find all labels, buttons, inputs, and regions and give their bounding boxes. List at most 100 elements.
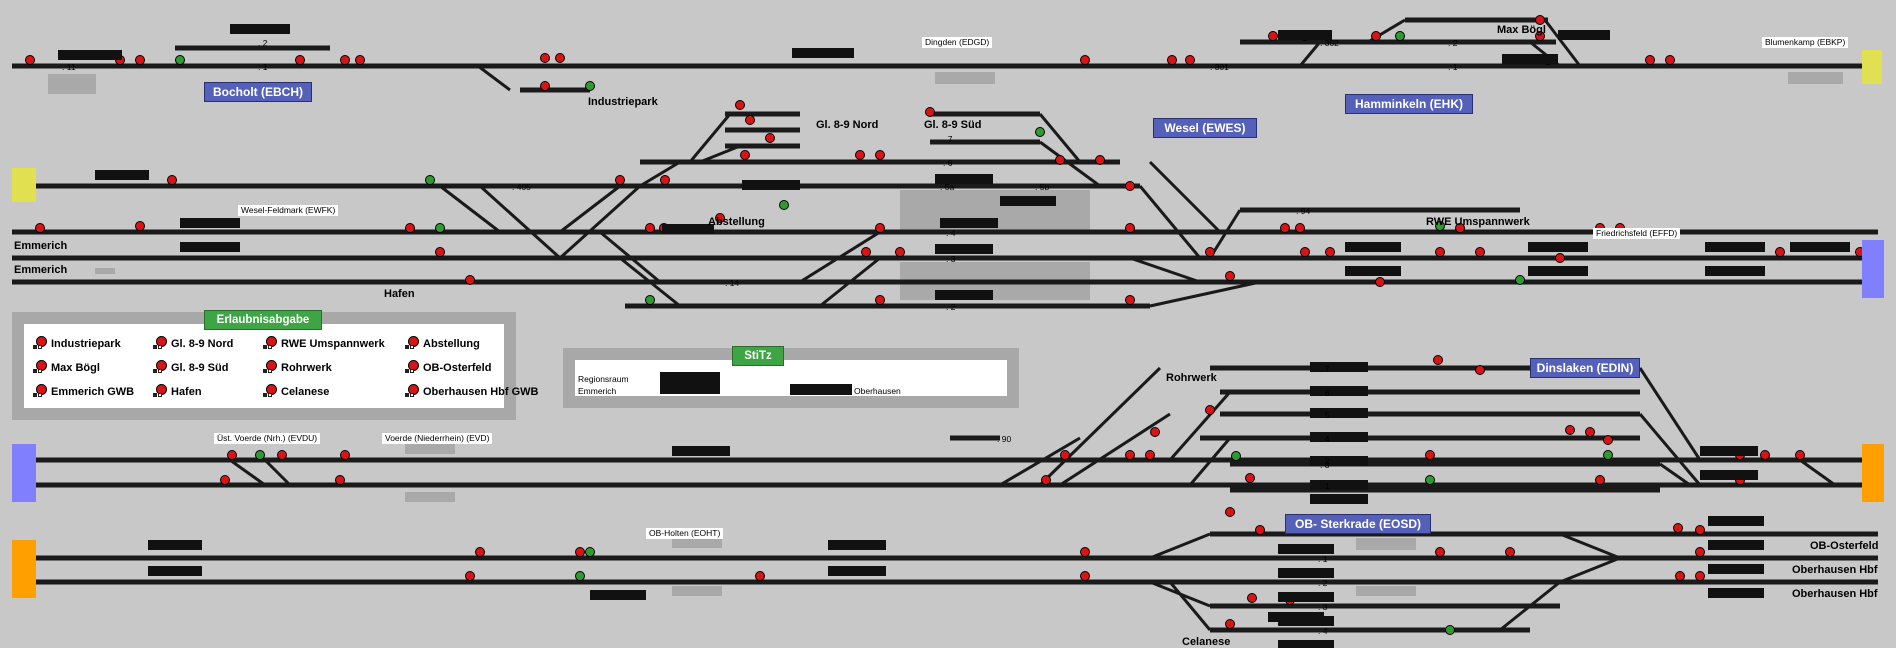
signal-icon[interactable] — [1125, 295, 1135, 305]
signal-icon[interactable] — [1695, 525, 1705, 535]
train-number-display[interactable] — [58, 50, 122, 60]
train-number-display[interactable] — [148, 566, 202, 576]
signal-icon[interactable] — [1125, 223, 1135, 233]
signal-icon[interactable] — [1395, 31, 1405, 41]
signal-icon[interactable] — [755, 571, 765, 581]
signal-icon[interactable] — [1125, 450, 1135, 460]
train-number-display[interactable] — [590, 590, 646, 600]
signal-icon[interactable] — [335, 475, 345, 485]
train-number-display[interactable] — [1708, 516, 1764, 526]
signal-icon[interactable] — [1325, 247, 1335, 257]
stitz-display-1[interactable] — [660, 372, 720, 394]
signal-icon[interactable] — [1435, 221, 1445, 231]
signal-icon[interactable] — [1535, 31, 1545, 41]
train-number-display[interactable] — [662, 224, 714, 234]
train-number-display[interactable] — [1502, 54, 1558, 64]
signal-icon[interactable] — [1445, 625, 1455, 635]
train-number-display[interactable] — [148, 540, 202, 550]
permission-item-11[interactable]: Oberhausen Hbf GWB — [405, 383, 539, 398]
train-number-display[interactable] — [1310, 432, 1368, 442]
signal-icon[interactable] — [540, 81, 550, 91]
train-number-display[interactable] — [1310, 494, 1368, 504]
signal-icon[interactable] — [167, 175, 177, 185]
signal-icon[interactable] — [1555, 253, 1565, 263]
signal-icon[interactable] — [1425, 450, 1435, 460]
signal-icon[interactable] — [1145, 450, 1155, 460]
signal-icon[interactable] — [740, 150, 750, 160]
stitz-display-2[interactable] — [790, 384, 852, 395]
train-number-display[interactable] — [1278, 640, 1334, 648]
permission-item-7[interactable]: OB-Osterfeld — [405, 359, 491, 374]
train-number-display[interactable] — [230, 24, 290, 34]
permission-item-3[interactable]: Abstellung — [405, 335, 480, 350]
permission-item-4[interactable]: Max Bögl — [33, 359, 100, 374]
signal-icon[interactable] — [1255, 525, 1265, 535]
signal-icon[interactable] — [1095, 155, 1105, 165]
signal-icon[interactable] — [1035, 127, 1045, 137]
signal-icon[interactable] — [277, 450, 287, 460]
permission-item-9[interactable]: Hafen — [153, 383, 202, 398]
signal-icon[interactable] — [1375, 277, 1385, 287]
signal-icon[interactable] — [1795, 450, 1805, 460]
signal-icon[interactable] — [255, 450, 265, 460]
signal-icon[interactable] — [1150, 427, 1160, 437]
signal-icon[interactable] — [1080, 55, 1090, 65]
train-number-display[interactable] — [1705, 266, 1765, 276]
train-number-display[interactable] — [1708, 588, 1764, 598]
signal-icon[interactable] — [1455, 223, 1465, 233]
train-number-display[interactable] — [1278, 544, 1334, 554]
signal-icon[interactable] — [1475, 365, 1485, 375]
train-number-display[interactable] — [1528, 266, 1588, 276]
signal-icon[interactable] — [1535, 15, 1545, 25]
signal-icon[interactable] — [735, 100, 745, 110]
signal-icon[interactable] — [1673, 523, 1683, 533]
signal-icon[interactable] — [295, 55, 305, 65]
signal-icon[interactable] — [175, 55, 185, 65]
signal-icon[interactable] — [1225, 507, 1235, 517]
train-number-display[interactable] — [1345, 266, 1401, 276]
signal-icon[interactable] — [1185, 55, 1195, 65]
signal-icon[interactable] — [1080, 571, 1090, 581]
signal-icon[interactable] — [1565, 425, 1575, 435]
train-number-display[interactable] — [1558, 30, 1610, 40]
signal-icon[interactable] — [1247, 593, 1257, 603]
signal-icon[interactable] — [405, 223, 415, 233]
train-number-display[interactable] — [1310, 456, 1368, 466]
train-number-display[interactable] — [1278, 568, 1334, 578]
signal-icon[interactable] — [1041, 475, 1051, 485]
signal-icon[interactable] — [540, 53, 550, 63]
signal-icon[interactable] — [745, 115, 755, 125]
signal-icon[interactable] — [779, 200, 789, 210]
signal-icon[interactable] — [1585, 427, 1595, 437]
signal-icon[interactable] — [1280, 223, 1290, 233]
signal-icon[interactable] — [895, 247, 905, 257]
signal-icon[interactable] — [645, 295, 655, 305]
signal-icon[interactable] — [875, 223, 885, 233]
train-number-display[interactable] — [1790, 242, 1850, 252]
signal-icon[interactable] — [1433, 355, 1443, 365]
signal-icon[interactable] — [425, 175, 435, 185]
signal-icon[interactable] — [1060, 450, 1070, 460]
train-number-display[interactable] — [1310, 480, 1368, 490]
train-number-display[interactable] — [1700, 446, 1758, 456]
signal-icon[interactable] — [1595, 475, 1605, 485]
train-number-display[interactable] — [672, 446, 730, 456]
train-number-display[interactable] — [1708, 540, 1764, 550]
signal-icon[interactable] — [875, 295, 885, 305]
train-number-display[interactable] — [1278, 592, 1334, 602]
train-number-display[interactable] — [940, 218, 998, 228]
signal-icon[interactable] — [1245, 473, 1255, 483]
signal-icon[interactable] — [25, 55, 35, 65]
train-number-display[interactable] — [1278, 30, 1332, 40]
signal-icon[interactable] — [555, 53, 565, 63]
signal-icon[interactable] — [585, 547, 595, 557]
signal-icon[interactable] — [925, 107, 935, 117]
signal-icon[interactable] — [861, 247, 871, 257]
permission-item-5[interactable]: Gl. 8-9 Süd — [153, 359, 228, 374]
signal-icon[interactable] — [1055, 155, 1065, 165]
signal-icon[interactable] — [1225, 271, 1235, 281]
signal-icon[interactable] — [340, 55, 350, 65]
signal-icon[interactable] — [355, 55, 365, 65]
signal-icon[interactable] — [1268, 31, 1278, 41]
signal-icon[interactable] — [585, 81, 595, 91]
